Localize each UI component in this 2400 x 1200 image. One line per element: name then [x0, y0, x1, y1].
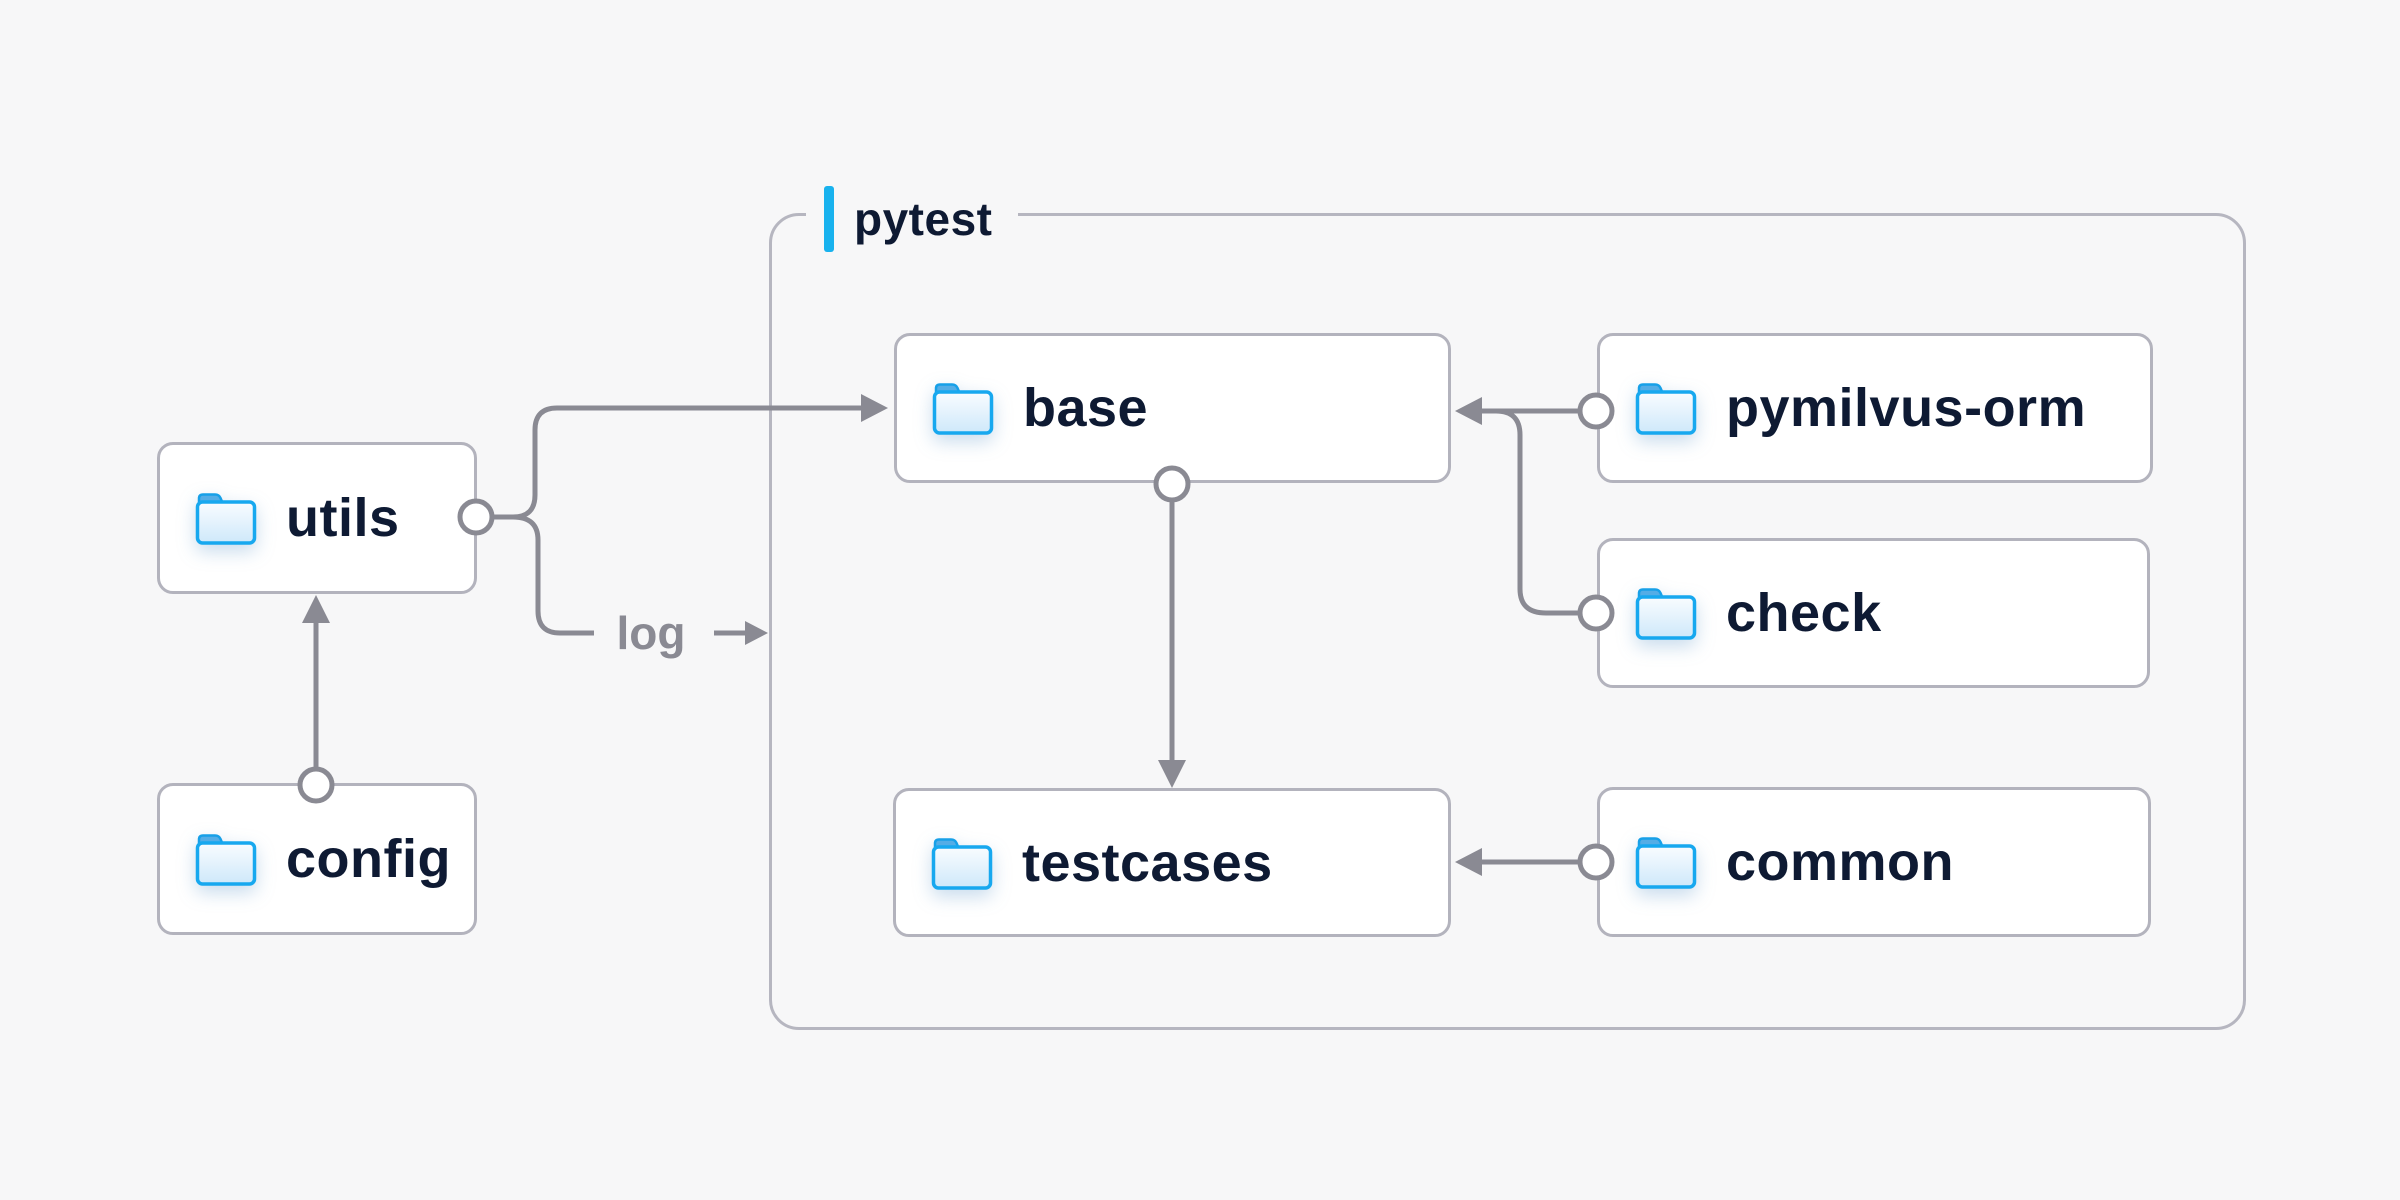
node-label: check: [1726, 583, 1882, 643]
node-label: pymilvus-orm: [1726, 378, 2087, 438]
edge-utils-log: [512, 514, 594, 636]
arrowhead-log-icon: [745, 621, 768, 645]
folder-icon: [932, 383, 994, 435]
folder-icon: [1635, 837, 1697, 889]
node-label: config: [286, 829, 451, 889]
node-common: common: [1597, 787, 2151, 937]
node-pymilvus-orm: pymilvus-orm: [1597, 333, 2153, 483]
node-label: base: [1023, 378, 1149, 438]
pytest-group-border: [769, 213, 2246, 1030]
node-label: utils: [286, 488, 400, 548]
folder-icon: [1635, 383, 1697, 435]
edge-label-log: log: [610, 606, 692, 660]
accent-bar-icon: [824, 186, 834, 252]
node-base: base: [894, 333, 1451, 483]
folder-icon: [195, 834, 257, 886]
node-check: check: [1597, 538, 2150, 688]
folder-icon: [195, 493, 257, 545]
node-utils: utils: [157, 442, 477, 594]
folder-icon: [931, 837, 993, 890]
pytest-group-label: pytest: [806, 184, 1019, 254]
folder-icon: [1635, 588, 1697, 640]
node-testcases: testcases: [893, 788, 1451, 937]
node-label: common: [1726, 832, 1955, 892]
pytest-group-title: pytest: [854, 193, 993, 245]
node-config: config: [157, 783, 477, 935]
node-label: testcases: [1022, 832, 1273, 893]
arrowhead-up-icon: [302, 595, 330, 623]
